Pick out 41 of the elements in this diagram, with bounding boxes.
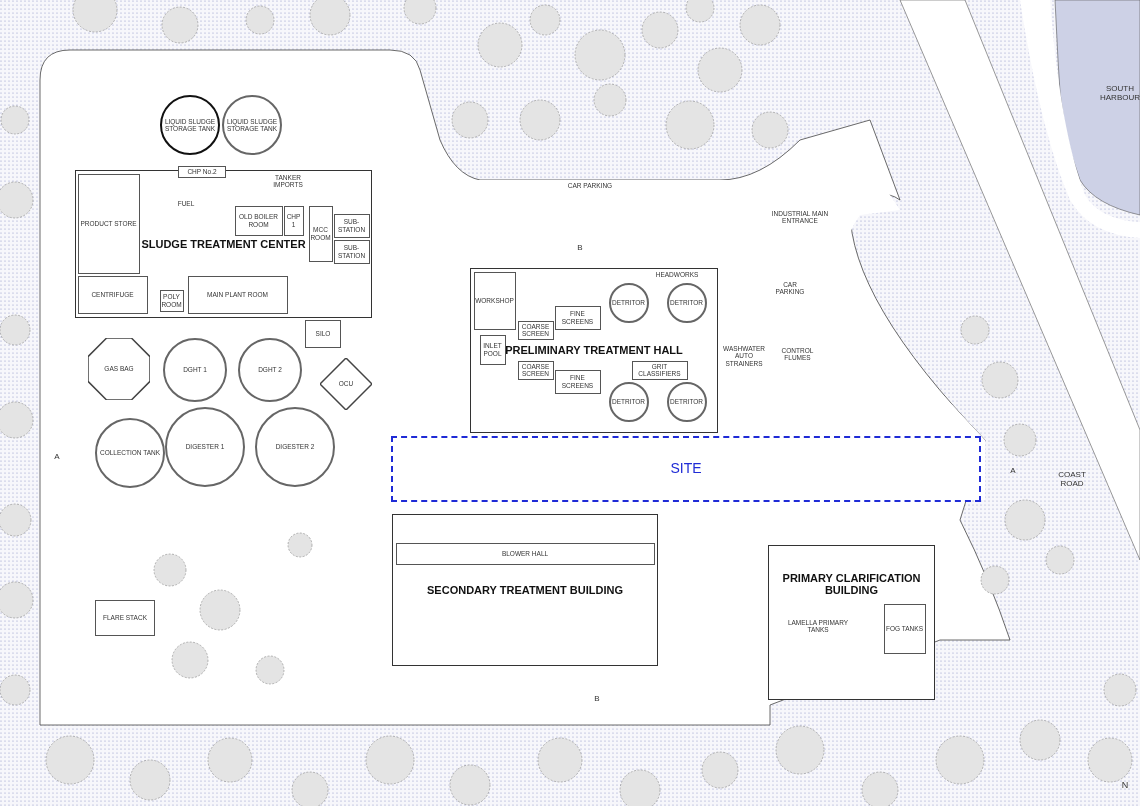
building-title: SLUDGE TREATMENT CENTER	[141, 237, 306, 251]
section-marker: B	[593, 694, 601, 704]
room-box	[554, 369, 601, 394]
room-box	[333, 213, 370, 238]
room-box	[178, 166, 226, 178]
room-box	[479, 334, 506, 365]
room-box	[95, 600, 155, 636]
room-box	[308, 205, 333, 262]
site-boundary	[391, 436, 981, 502]
room-box	[77, 173, 140, 274]
room-box	[234, 205, 283, 236]
building-outline	[768, 545, 935, 700]
building-outline	[75, 170, 372, 318]
room-box	[283, 205, 304, 236]
odour-unit-outline	[320, 358, 372, 410]
room-box	[554, 305, 601, 330]
tank-circle	[608, 381, 649, 422]
building-title: SECONDARY TREATMENT BUILDING	[427, 583, 623, 597]
room-box	[305, 320, 341, 348]
building-title: PRIMARY CLARIFICATION BUILDING	[781, 572, 922, 597]
section-marker: A	[53, 452, 61, 462]
room-box	[333, 239, 370, 264]
room-box	[77, 275, 148, 314]
building-outline	[470, 268, 718, 433]
tank-circle	[666, 381, 707, 422]
room-box	[883, 603, 926, 654]
road-label: COAST ROAD	[1057, 470, 1087, 489]
tank-circle	[666, 282, 707, 323]
place-label: SOUTH HARBOUR	[1099, 84, 1140, 103]
building-title: PRELIMINARY TREATMENT HALL	[505, 344, 683, 357]
section-marker: A	[1009, 466, 1017, 476]
room-box	[631, 360, 688, 380]
section-marker: B	[576, 243, 584, 253]
north-label: N	[1120, 780, 1130, 791]
building-title: SITE	[670, 461, 702, 477]
gas-bag-outline	[88, 338, 150, 400]
tank-circle	[608, 282, 649, 323]
room-box	[473, 271, 516, 330]
building-outline	[392, 514, 658, 666]
room-box	[395, 542, 655, 565]
room-box	[187, 275, 288, 314]
